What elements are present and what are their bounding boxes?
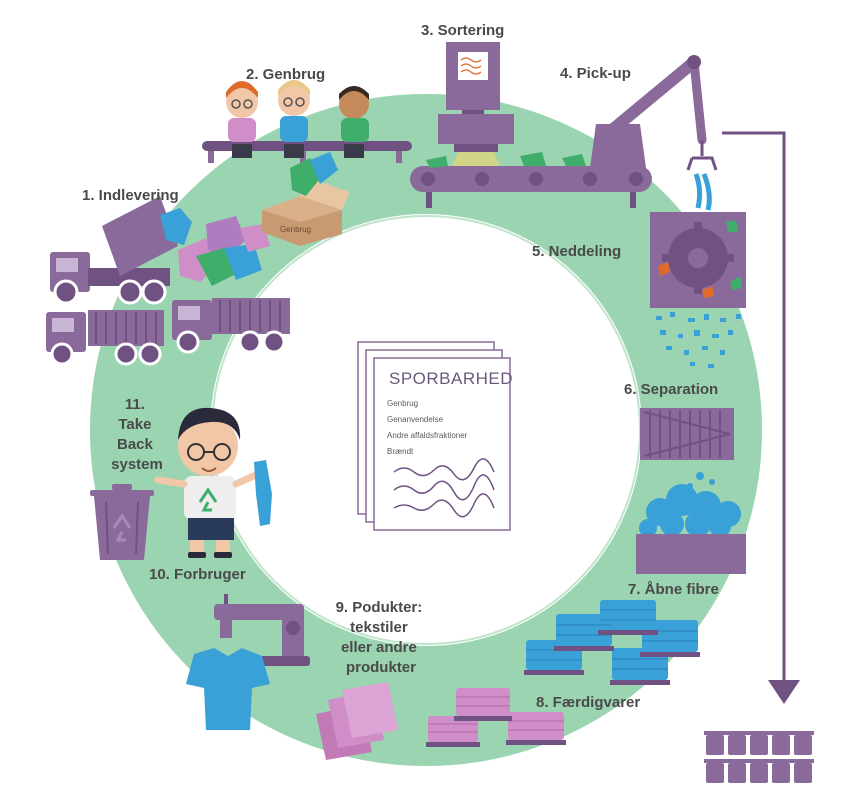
document-item-genbrug: Genbrug (387, 399, 418, 408)
step-label-indlevering: 1. Indlevering (82, 187, 179, 204)
signature-line (393, 458, 495, 481)
tshirt-icon (186, 648, 270, 730)
step-label-pickup: 4. Pick-up (560, 65, 631, 82)
box-label: Genbrug (280, 225, 311, 234)
sorting-kids-icon (202, 80, 412, 163)
signature-line (393, 474, 495, 501)
step-label-separation: 6. Separation (624, 381, 718, 398)
traceability-document: SPORBARHED Genbrug Genanvendelse Andre a… (357, 341, 513, 531)
step-label-faerdigvarer: 8. Færdigvarer (536, 694, 640, 711)
fiber-fragments-icon (656, 312, 741, 368)
separator-icon (640, 408, 734, 460)
step-label-forbruger: 10. Forbruger (149, 566, 246, 583)
step-label-sortering: 3. Sortering (421, 22, 504, 39)
crane-icon (590, 55, 718, 211)
step-label-produkter: 9. Podukter: tekstiler eller andre produ… (336, 599, 427, 676)
document-item-genanvendelse: Genanvendelse (387, 415, 444, 424)
pallets-icon (426, 600, 700, 747)
step-label-genbrug: 2. Genbrug (246, 66, 325, 83)
step-label-take-back: 11. Take Back system (111, 396, 163, 473)
recycle-bin-icon (90, 484, 154, 560)
shredder-icon (650, 212, 746, 308)
waste-bins-icon (704, 731, 814, 783)
step-label-neddeling: 5. Neddeling (532, 243, 621, 260)
document-title: SPORBARHED (389, 369, 513, 388)
sorting-machine-icon (438, 42, 514, 170)
signature-line (393, 493, 495, 518)
cardboard-box-icon: Genbrug (262, 152, 350, 246)
document-item-andre: Andre affaldsfraktioner (387, 431, 468, 440)
step-label-abne-fibre: 7. Åbne fibre (628, 581, 719, 598)
truck-icon (46, 196, 290, 366)
document-item-braendt: Brændt (387, 447, 414, 456)
fabric-sheets-icon (316, 682, 398, 760)
consumer-boy-icon (154, 407, 272, 558)
clothes-pile-icon (160, 208, 270, 286)
fiber-bin-icon (636, 472, 746, 574)
waste-arrow (722, 131, 800, 704)
